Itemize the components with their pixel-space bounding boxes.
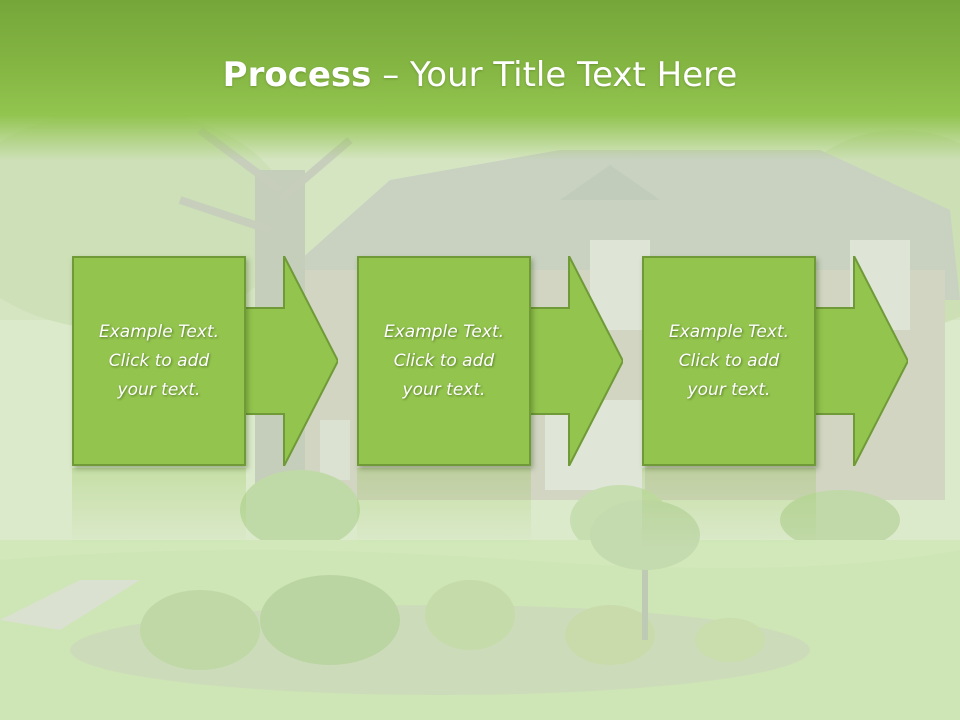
step-reflection	[357, 468, 531, 548]
step-line: Example Text.	[98, 321, 220, 342]
step-reflection	[642, 468, 816, 548]
step-line: your text.	[402, 379, 486, 400]
step-line: Example Text.	[668, 321, 790, 342]
title-strong: Process	[222, 55, 372, 95]
step-line: Example Text.	[383, 321, 505, 342]
step-text-1: Example Text. Click to add your text.	[79, 318, 239, 405]
step-box-1[interactable]: Example Text. Click to add your text.	[72, 256, 246, 466]
slide-title[interactable]: Process – Your Title Text Here	[0, 52, 960, 98]
step-reflection	[72, 468, 246, 548]
step-text-2: Example Text. Click to add your text.	[364, 318, 524, 405]
step-text-3: Example Text. Click to add your text.	[649, 318, 809, 405]
title-rest: Your Title Text Here	[410, 55, 738, 95]
title-separator: –	[371, 55, 411, 95]
step-line: Click to add	[393, 350, 495, 371]
step-line: your text.	[117, 379, 201, 400]
title-bar	[0, 0, 960, 160]
step-box-2[interactable]: Example Text. Click to add your text.	[357, 256, 531, 466]
step-line: Click to add	[678, 350, 780, 371]
step-line: Click to add	[108, 350, 210, 371]
step-line: your text.	[687, 379, 771, 400]
step-box-3[interactable]: Example Text. Click to add your text.	[642, 256, 816, 466]
